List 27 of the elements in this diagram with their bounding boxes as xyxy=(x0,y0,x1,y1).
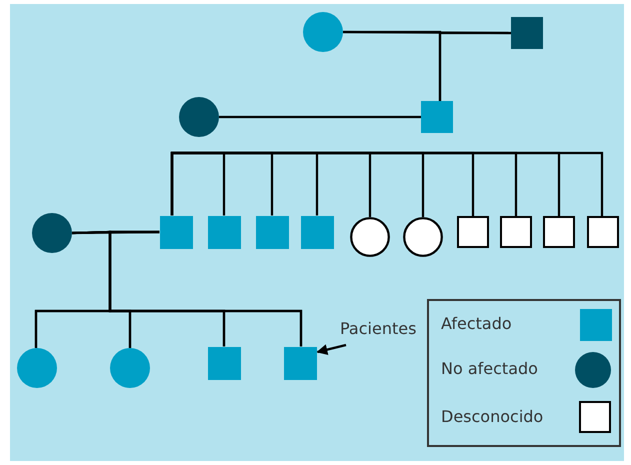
unknown-female-circle xyxy=(350,217,390,257)
affected-male-square xyxy=(284,346,316,380)
unaffected-male-square xyxy=(511,17,543,49)
unaffected-female-circle xyxy=(32,213,72,253)
affected-male-square xyxy=(300,216,334,248)
affected-male-square xyxy=(160,216,192,248)
callout-label: Pacientes xyxy=(340,319,416,338)
legend-label: Desconocido xyxy=(441,407,544,426)
unknown-male-square xyxy=(500,216,532,248)
affected-female-circle xyxy=(17,348,57,388)
unknown-female-circle xyxy=(403,217,443,257)
pedigree-line xyxy=(219,116,421,118)
unknown-male-square xyxy=(587,216,619,248)
affected-male-square xyxy=(421,101,453,133)
unknown-male-square xyxy=(457,216,489,248)
legend-label: Afectado xyxy=(441,314,512,333)
unaffected-female-circle xyxy=(179,97,219,137)
affected-female-circle xyxy=(303,12,343,52)
affected-female-circle xyxy=(110,348,150,388)
pedigree-line xyxy=(108,230,302,346)
pedigree-line xyxy=(438,32,511,101)
pointer-arrow xyxy=(316,344,346,355)
affected-male-square xyxy=(256,216,288,248)
affected-male-square xyxy=(208,346,240,380)
affected-male-square xyxy=(208,216,240,248)
legend-label: No afectado xyxy=(441,359,538,378)
unknown-male-square xyxy=(543,216,575,248)
